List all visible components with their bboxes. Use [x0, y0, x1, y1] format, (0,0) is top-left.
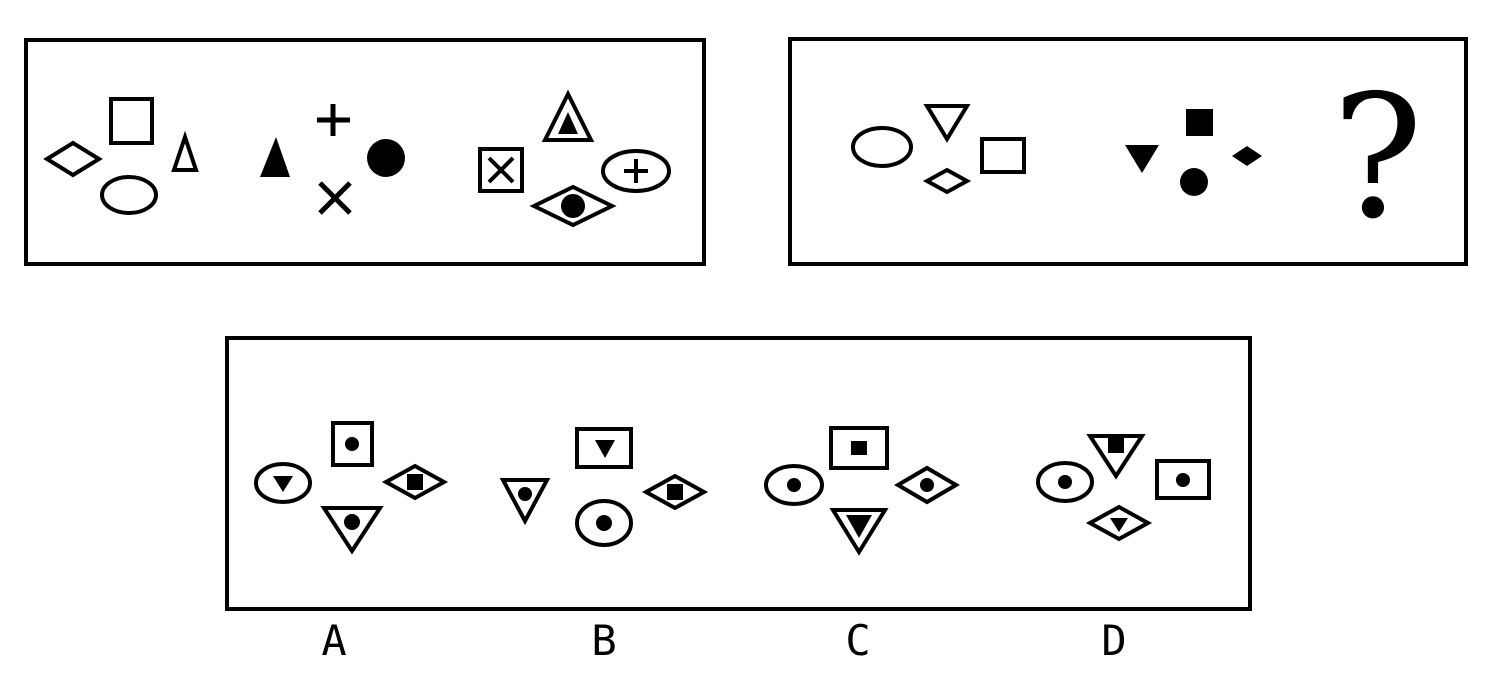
figure-3 [478, 89, 671, 228]
triangle-with-dot [499, 478, 551, 526]
square-with-dot [1155, 459, 1211, 500]
triangle-down-filled [1125, 145, 1159, 173]
triangle-down-outline [923, 104, 971, 143]
triangle-with-square [1086, 434, 1146, 480]
ellipse-outline [100, 175, 158, 215]
circle-filled [367, 139, 405, 177]
option-c-figure [764, 426, 960, 556]
figure-2 [260, 104, 405, 215]
square-outline [109, 97, 154, 145]
diamond-outline [922, 167, 972, 195]
triangle-with-triangle [829, 508, 889, 556]
options-panel [225, 336, 1252, 611]
question-panel: ? [788, 37, 1468, 266]
question-mark: ? [1332, 59, 1424, 257]
question-figures [851, 104, 1262, 196]
square-filled [1186, 109, 1213, 136]
ellipse-with-dot [575, 499, 633, 547]
square-with-dot [331, 421, 374, 467]
diamond-with-square [381, 463, 449, 501]
option-b-label[interactable]: B [591, 616, 617, 665]
figure-1 [43, 97, 199, 215]
sequence-panel [24, 38, 706, 266]
ellipse-with-triangle [254, 462, 312, 504]
figure-5 [1125, 109, 1262, 196]
triangle-in-triangle [541, 89, 595, 142]
circle-filled [1180, 168, 1208, 196]
ellipse-with-dot [1036, 461, 1094, 503]
square-with-square [829, 426, 889, 470]
diamond-outline [43, 140, 103, 178]
option-figures [254, 421, 1211, 556]
option-d-label[interactable]: D [1101, 616, 1127, 665]
diamond-filled [1232, 146, 1262, 166]
square-outline [980, 137, 1026, 174]
option-b-figure [499, 427, 709, 547]
diamond-with-triangle [1085, 504, 1153, 542]
diamond-with-square [641, 473, 709, 511]
option-d-figure [1036, 434, 1211, 542]
square-with-x [478, 147, 524, 193]
square-with-triangle [575, 427, 633, 469]
diamond-with-dot [529, 184, 617, 228]
sequence-figures [43, 89, 671, 228]
ellipse-outline [851, 126, 913, 168]
triangle-outline [171, 130, 199, 172]
diamond-with-dot [894, 465, 960, 505]
ellipse-with-dot [764, 464, 824, 506]
option-a-figure [254, 421, 449, 555]
triangle-with-dot [320, 506, 384, 555]
option-c-label[interactable]: C [845, 616, 871, 665]
figure-4 [851, 104, 1026, 195]
option-a-label[interactable]: A [321, 616, 347, 665]
ellipse-with-plus [601, 149, 671, 193]
triangle-filled [260, 137, 290, 177]
